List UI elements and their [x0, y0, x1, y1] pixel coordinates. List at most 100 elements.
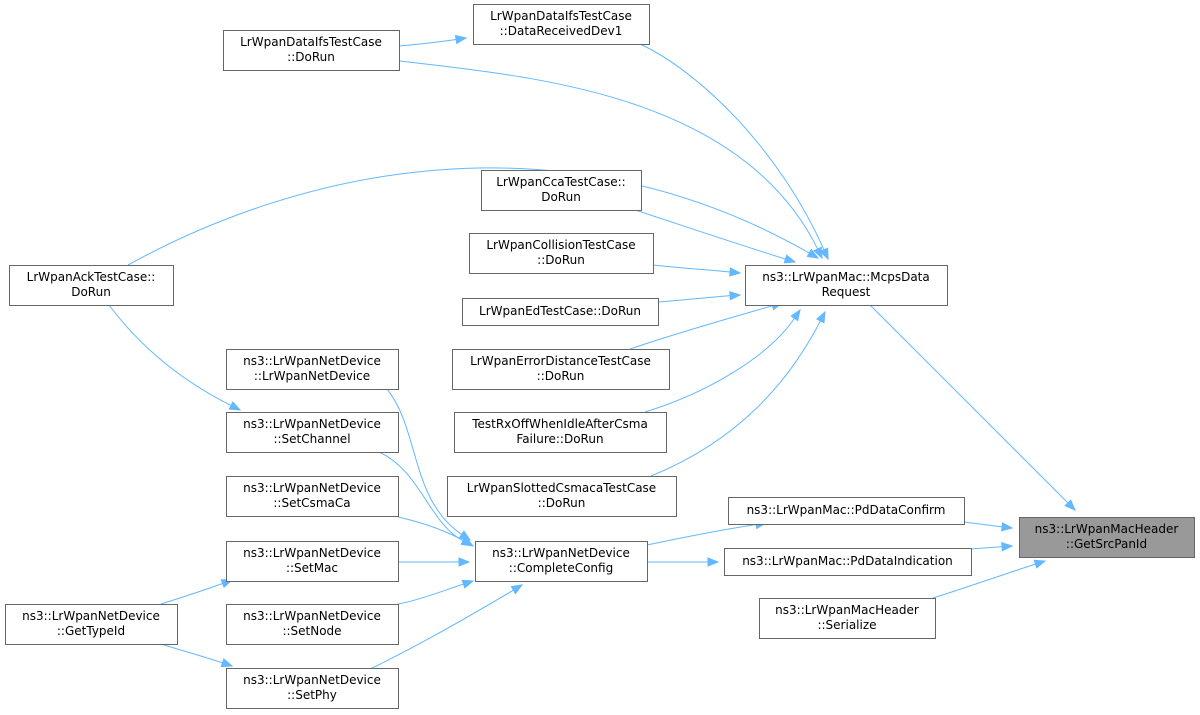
node-setmac[interactable]: ns3::LrWpanNetDevice::SetMac — [226, 541, 399, 582]
edge-line — [869, 304, 1069, 504]
node-box — [745, 265, 948, 306]
node-label: ::Serialize — [817, 618, 876, 632]
node-pdconfirm[interactable]: ns3::LrWpanMac::PdDataConfirm — [728, 497, 965, 525]
node-setcsmaca[interactable]: ns3::LrWpanNetDevice::SetCsmaCa — [226, 476, 399, 517]
node-ed_run[interactable]: LrWpanEdTestCase::DoRun — [462, 298, 659, 326]
edge-arrowhead — [707, 557, 720, 567]
edge-line — [629, 305, 774, 350]
node-label: ns3::LrWpanNetDevice — [243, 481, 381, 495]
node-dataifs_recv[interactable]: LrWpanDataIfsTestCase::DataReceivedDev1 — [473, 4, 650, 45]
node-label: ns3::LrWpanMacHeader — [775, 603, 919, 617]
edge-ed_run-to-mcps — [657, 291, 742, 303]
node-pdindication[interactable]: ns3::LrWpanMac::PdDataIndication — [724, 548, 972, 576]
node-label: ns3::LrWpanNetDevice — [243, 417, 381, 431]
edge-arrowhead — [461, 579, 475, 589]
edge-dataifs_run-to-dataifs_recv — [399, 34, 468, 47]
edge-arrowhead — [1064, 499, 1076, 511]
node-box — [226, 668, 399, 709]
nodes-layer: ns3::LrWpanMacHeader::GetSrcPanIdns3::Lr… — [5, 4, 1195, 709]
edge-line — [634, 209, 787, 260]
node-box — [9, 265, 174, 306]
node-ack_run[interactable]: LrWpanAckTestCase::DoRun — [9, 265, 174, 306]
edge-line — [397, 516, 466, 542]
node-label: ns3::LrWpanMacHeader — [1035, 522, 1179, 536]
node-root[interactable]: ns3::LrWpanMacHeader::GetSrcPanId — [1019, 517, 1195, 558]
edge-pdindication-to-root — [970, 542, 1014, 552]
node-label: ::SetPhy — [287, 688, 337, 702]
node-box — [759, 598, 936, 639]
node-netdev_ctor[interactable]: ns3::LrWpanNetDevice::LrWpanNetDevice — [226, 349, 399, 390]
node-box — [223, 30, 400, 71]
node-label: DoRun — [71, 285, 111, 299]
edge-line — [399, 60, 819, 251]
node-box — [469, 233, 654, 274]
node-label: ::LrWpanNetDevice — [254, 369, 370, 383]
edge-dataifs_run-to-mcps — [399, 60, 823, 260]
edge-line — [399, 38, 458, 47]
node-completeconfig[interactable]: ns3::LrWpanNetDevice::CompleteConfig — [475, 541, 648, 582]
node-box — [447, 476, 677, 517]
edge-line — [657, 295, 732, 303]
node-collision_run[interactable]: LrWpanCollisionTestCase::DoRun — [469, 233, 654, 274]
edge-gettypeid-to-setmac — [160, 579, 234, 605]
edge-ack_run-to-mcps — [127, 167, 820, 266]
edge-line — [644, 317, 796, 413]
node-serialize[interactable]: ns3::LrWpanMacHeader::Serialize — [759, 598, 936, 639]
edge-arrowhead — [806, 248, 820, 259]
node-box — [226, 541, 399, 582]
node-label: LrWpanSlottedCsmacaTestCase — [467, 481, 656, 495]
node-errdist_run[interactable]: LrWpanErrorDistanceTestCase::DoRun — [452, 349, 670, 390]
edge-serialize-to-root — [932, 559, 1047, 599]
node-box — [1019, 517, 1195, 558]
edge-line — [108, 304, 233, 407]
node-label: ns3::LrWpanMac::PdDataIndication — [742, 554, 953, 568]
node-setphy[interactable]: ns3::LrWpanNetDevice::SetPhy — [226, 668, 399, 709]
node-box — [724, 548, 972, 576]
node-label: Request — [822, 285, 871, 299]
edge-dataifs_recv-to-mcps — [639, 43, 829, 261]
edge-line — [970, 546, 1004, 550]
edge-pdconfirm-to-root — [963, 521, 1014, 532]
edge-slotted_run-to-mcps — [650, 310, 826, 477]
edge-arrowhead — [510, 584, 524, 595]
node-label: ns3::LrWpanMac::McpsData — [762, 270, 930, 284]
node-slotted_run[interactable]: LrWpanSlottedCsmacaTestCase::DoRun — [447, 476, 677, 517]
node-setnode[interactable]: ns3::LrWpanNetDevice::SetNode — [226, 604, 399, 645]
node-label: ns3::LrWpanNetDevice — [22, 609, 160, 623]
node-box — [454, 412, 667, 453]
edge-setnode-to-completeconfig — [397, 579, 475, 605]
node-gettypeid[interactable]: ns3::LrWpanNetDevice::GetTypeId — [5, 604, 178, 645]
edge-arrowhead — [458, 557, 471, 567]
edge-arrowhead — [729, 267, 742, 277]
edge-cca_run-to-mcps — [634, 209, 797, 264]
edge-arrowhead — [790, 308, 801, 322]
edge-arrowhead — [1033, 559, 1047, 569]
node-dataifs_run[interactable]: LrWpanDataIfsTestCase::DoRun — [223, 30, 400, 71]
node-label: DoRun — [541, 190, 581, 204]
node-setchannel[interactable]: ns3::LrWpanNetDevice::SetChannel — [226, 412, 399, 453]
node-box — [452, 349, 670, 390]
node-label: ::DoRun — [538, 496, 586, 510]
edge-line — [369, 589, 515, 670]
edge-completeconfig-to-pdindication — [647, 557, 720, 567]
node-label: LrWpanAckTestCase:: — [27, 270, 156, 284]
node-cca_run[interactable]: LrWpanCcaTestCase::DoRun — [481, 170, 642, 211]
node-label: ::CompleteConfig — [509, 561, 613, 575]
edge-arrowhead — [819, 247, 829, 261]
node-box — [226, 349, 399, 390]
edge-arrowhead — [220, 658, 234, 668]
node-box — [226, 412, 399, 453]
edge-setcsmaca-to-completeconfig — [397, 516, 475, 547]
node-label: ::DoRun — [537, 253, 585, 267]
node-box — [481, 170, 642, 211]
edge-line — [127, 167, 811, 266]
node-label: ns3::LrWpanNetDevice — [243, 354, 381, 368]
edge-line — [160, 582, 224, 605]
node-label: LrWpanErrorDistanceTestCase — [470, 354, 651, 368]
node-label: LrWpanDataIfsTestCase — [490, 9, 632, 23]
node-box — [5, 604, 178, 645]
node-label: ns3::LrWpanMac::PdDataConfirm — [747, 503, 946, 517]
edge-mcps-to-root — [869, 304, 1076, 511]
